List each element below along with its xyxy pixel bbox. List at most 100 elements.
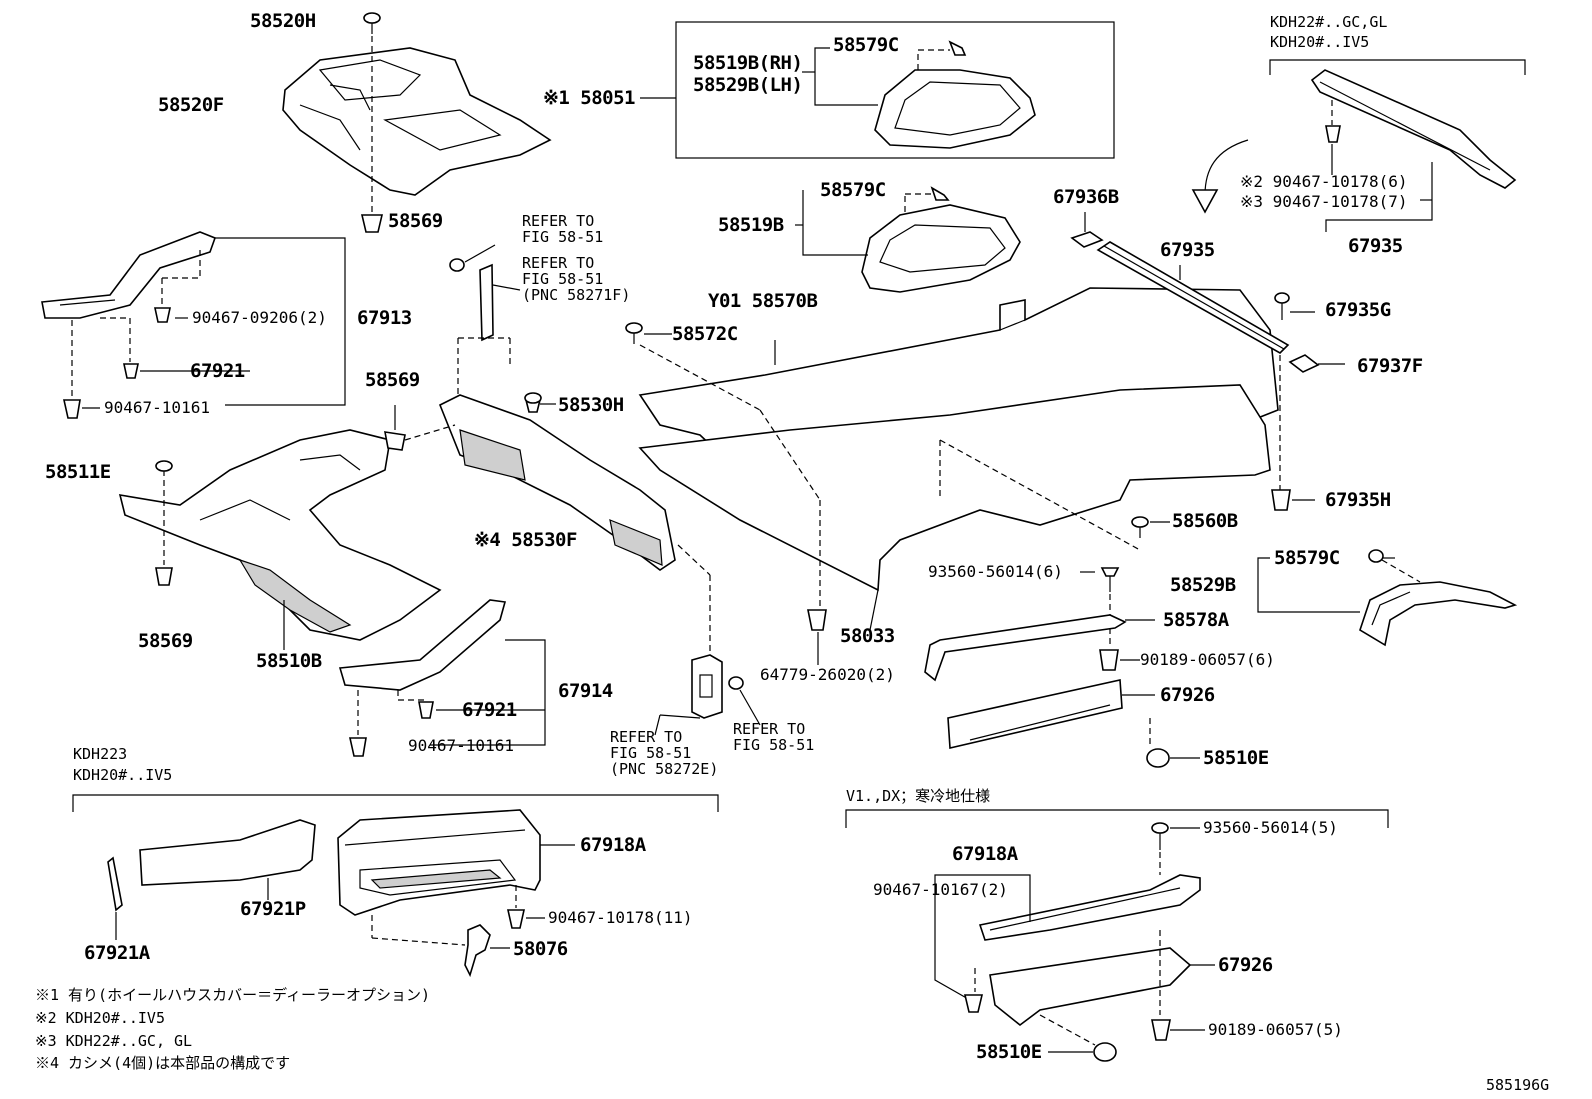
label-67935-upper: 67935 <box>1348 235 1403 257</box>
part-58520F[interactable] <box>282 47 552 196</box>
part-58076[interactable] <box>464 924 491 978</box>
label-67921-lower: 67921 <box>462 699 517 721</box>
bracket-58272E[interactable] <box>691 654 723 719</box>
label-58530F: ※4 58530F <box>474 529 577 551</box>
label-58520F: 58520F <box>158 94 224 116</box>
part-58529B[interactable] <box>1359 581 1518 647</box>
label-90467-10178-7: ※3 90467-10178(7) <box>1240 192 1408 211</box>
label-67913: 67913 <box>357 307 412 329</box>
part-67913[interactable] <box>41 231 217 319</box>
clip-58560B[interactable] <box>1131 516 1149 538</box>
part-58530F[interactable] <box>438 394 676 571</box>
group-label-kdh223: KDH223 <box>73 745 128 763</box>
label-58519B: 58519B <box>718 214 784 236</box>
label-Y01-58570B: Y01 58570B <box>708 290 818 312</box>
part-67936B[interactable] <box>1070 231 1104 248</box>
label-67935H: 67935H <box>1325 489 1391 511</box>
part-58519B[interactable] <box>861 204 1021 293</box>
clip-64779-26020[interactable] <box>807 609 827 631</box>
label-58569-top: 58569 <box>388 210 443 232</box>
label-90189-06057-6: 90189-06057(6) <box>1140 650 1275 669</box>
label-58529B-LH: 58529B(LH) <box>693 74 803 96</box>
label-58569-mid: 58569 <box>365 369 420 391</box>
clip-58520H[interactable] <box>363 12 381 34</box>
label-90467-10161-upper: 90467-10161 <box>104 398 210 417</box>
label-58519B-RH: 58519B(RH) <box>693 52 803 74</box>
clip-67935H[interactable] <box>1271 489 1291 511</box>
part-58510B[interactable] <box>118 429 442 641</box>
label-67918A-right: 67918A <box>952 843 1018 865</box>
label-90467-10167: 90467-10167(2) <box>873 880 1008 899</box>
label-58529B: 58529B <box>1170 574 1236 596</box>
part-67921A[interactable] <box>107 856 123 912</box>
label-93560-56014-6: 93560-56014(6) <box>928 562 1063 581</box>
clip-58569-top[interactable] <box>360 214 384 233</box>
push-58510E-lower[interactable] <box>1093 1042 1117 1062</box>
label-58560B: 58560B <box>1172 510 1238 532</box>
part-58519B-RH-option[interactable] <box>874 69 1036 149</box>
label-58510B: 58510B <box>256 650 322 672</box>
note-3: ※3 KDH22#..GC, GL <box>35 1032 193 1050</box>
note-2: ※2 KDH20#..IV5 <box>35 1009 165 1027</box>
label-90467-09206: 90467-09206(2) <box>192 308 327 327</box>
label-67935G: 67935G <box>1325 299 1391 321</box>
label-58579C-box: 58579C <box>833 34 899 56</box>
note-1: ※1 有り(ホイールハウスカバー＝ディーラーオプション) <box>35 986 431 1004</box>
label-67914: 67914 <box>558 680 613 702</box>
label-67936B: 67936B <box>1053 186 1119 208</box>
label-58530H: 58530H <box>558 394 624 416</box>
label-90467-10178-6: ※2 90467-10178(6) <box>1240 172 1408 191</box>
label-67921P: 67921P <box>240 898 306 920</box>
part-58578A[interactable] <box>924 614 1127 682</box>
label-67926-upper: 67926 <box>1160 684 1215 706</box>
part-67918A-left[interactable] <box>337 809 541 916</box>
label-90467-10161-lower: 90467-10161 <box>408 736 514 755</box>
part-67935-upper[interactable] <box>1310 69 1517 189</box>
part-67914[interactable] <box>338 599 507 691</box>
label-58051-option: ※1 58051 <box>543 87 636 109</box>
part-58033[interactable] <box>638 384 1271 631</box>
part-67921P[interactable] <box>139 819 316 886</box>
group-label-kdh22: KDH22#..GC,GL <box>1270 13 1388 31</box>
clip-58572C[interactable] <box>625 322 643 344</box>
part-67918A-right[interactable] <box>978 874 1201 941</box>
group-label-kdh20: KDH20#..IV5 <box>1270 33 1370 51</box>
note-4: ※4 カシメ(4個)は本部品の構成です <box>35 1054 291 1072</box>
label-58569-lower: 58569 <box>138 630 193 652</box>
label-58579C-mid: 58579C <box>820 179 886 201</box>
label-58510E-upper: 58510E <box>1203 747 1269 769</box>
group-label-kdh20-iv5: KDH20#..IV5 <box>73 766 173 784</box>
figure-id: 585196G <box>1486 1076 1550 1094</box>
label-58510E-lower: 58510E <box>976 1041 1042 1063</box>
label-67937F: 67937F <box>1357 355 1423 377</box>
screw-93560-56014-5[interactable] <box>1151 822 1169 850</box>
label-67926-lower: 67926 <box>1218 954 1273 976</box>
label-67921A: 67921A <box>84 942 150 964</box>
part-67935-rail[interactable] <box>1096 241 1290 354</box>
label-93560-56014-5: 93560-56014(5) <box>1203 818 1338 837</box>
group-label-v1-dx: V1.,DX；寒冷地仕様 <box>846 787 991 805</box>
label-58579C-right: 58579C <box>1274 547 1340 569</box>
label-64779-26020: 64779-26020(2) <box>760 665 895 684</box>
label-67935-mid: 67935 <box>1160 239 1215 261</box>
label-67921-upper: 67921 <box>190 360 245 382</box>
label-90467-10178-11: 90467-10178(11) <box>548 908 693 927</box>
label-58578A: 58578A <box>1163 609 1229 631</box>
label-58076: 58076 <box>513 938 568 960</box>
push-58510E-upper[interactable] <box>1146 748 1170 768</box>
part-67926-upper[interactable] <box>947 679 1123 749</box>
label-67918A-left: 67918A <box>580 834 646 856</box>
part-67937F[interactable] <box>1288 354 1320 373</box>
label-58572C: 58572C <box>672 323 738 345</box>
label-58520H: 58520H <box>250 10 316 32</box>
part-67926-lower[interactable] <box>989 947 1192 1027</box>
label-90189-06057-5: 90189-06057(5) <box>1208 1020 1343 1039</box>
label-58511E: 58511E <box>45 461 111 483</box>
screw-67935G[interactable] <box>1274 292 1290 320</box>
label-58033: 58033 <box>840 625 895 647</box>
